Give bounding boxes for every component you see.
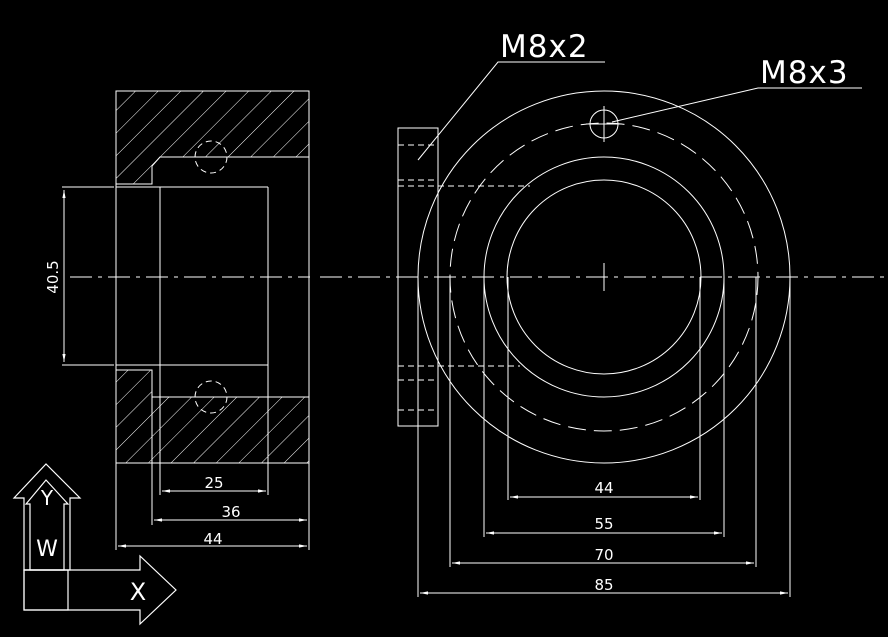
ucs-icon — [12, 463, 177, 626]
ucs-origin-box — [23, 569, 69, 611]
callout-m8x2: M8x2 — [500, 29, 589, 65]
ucs-x-arrow — [23, 554, 177, 626]
upper-wall-hatch — [115, 90, 310, 185]
dim-dia-55: 55 — [594, 515, 613, 533]
dim-width-44: 44 — [203, 530, 222, 548]
ucs-w-label: W — [36, 537, 58, 562]
dim-bore-height: 40.5 — [44, 260, 62, 293]
hidden-hole-upper — [194, 140, 228, 174]
side-section-view — [62, 90, 310, 550]
ucs-y-label: Y — [40, 486, 54, 510]
dim-width-25: 25 — [204, 474, 223, 492]
front-view — [320, 61, 888, 597]
leader-m8x2 — [417, 61, 605, 161]
leader-m8x3 — [611, 87, 862, 123]
dim-dia-70: 70 — [594, 546, 613, 564]
dim-dia-44: 44 — [594, 479, 613, 497]
dim-width-36: 36 — [221, 503, 240, 521]
dim-dia-85: 85 — [594, 576, 613, 594]
lower-wall-hatch — [115, 369, 310, 464]
hidden-hole-lower — [194, 380, 228, 414]
ucs-x-label: X — [130, 578, 146, 606]
ucs-y-arrow — [12, 463, 82, 571]
callout-m8x3: M8x3 — [760, 55, 849, 91]
